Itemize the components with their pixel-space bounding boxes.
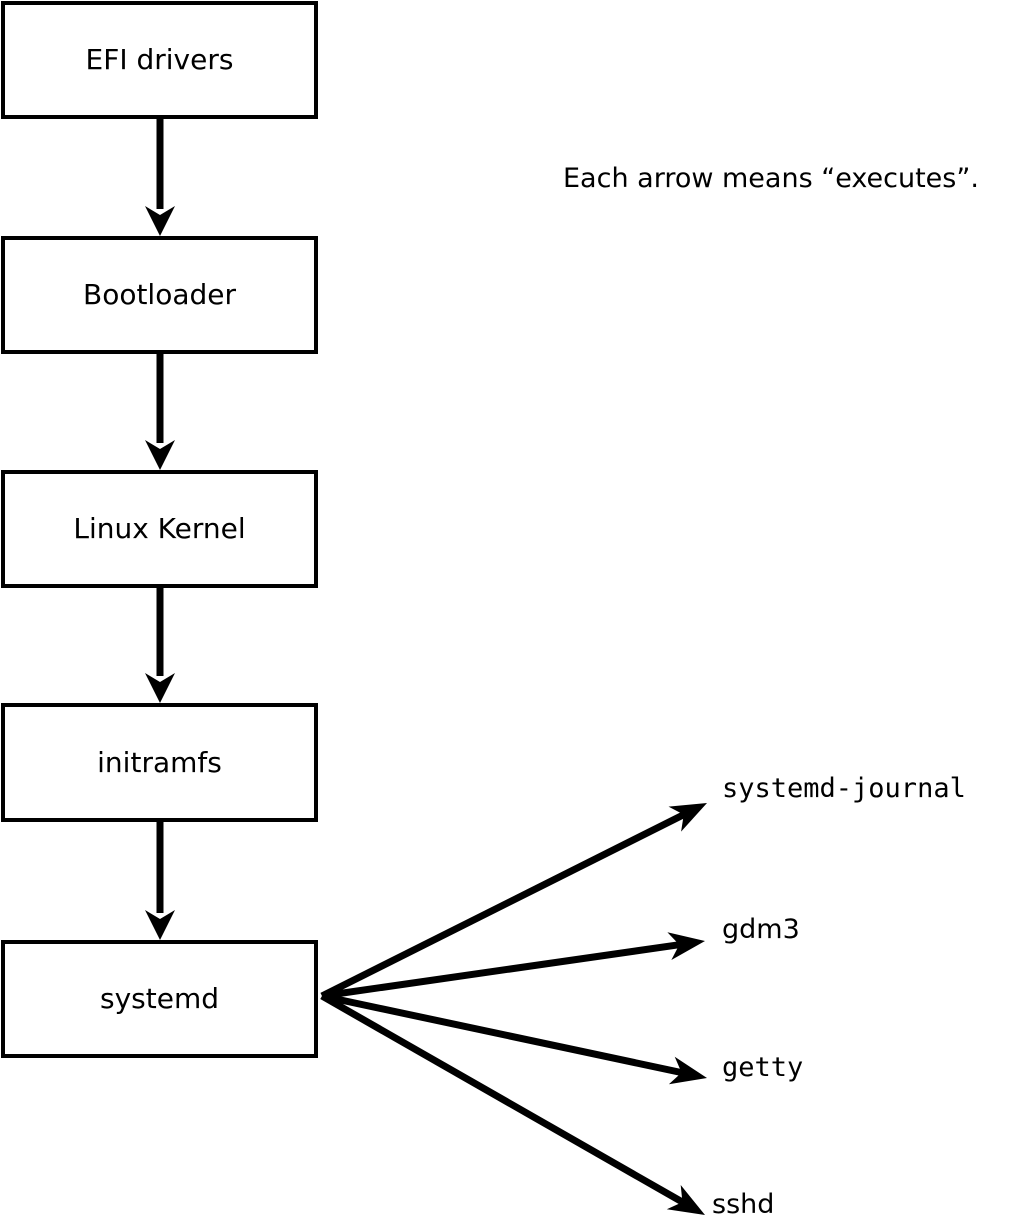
diagram-caption: Each arrow means “executes”. xyxy=(563,163,979,194)
stage-label-systemd: systemd xyxy=(100,982,219,1015)
chain-arrow-group xyxy=(145,119,175,940)
stage-box-linux-kernel: Linux Kernel xyxy=(1,470,318,588)
stage-label-efi-drivers: EFI drivers xyxy=(85,43,234,76)
stage-box-initramfs: initramfs xyxy=(1,703,318,822)
fan-arrow-group xyxy=(320,803,707,1215)
stage-box-efi-drivers: EFI drivers xyxy=(1,1,318,119)
chain-arrow-initramfs-to-systemd xyxy=(145,822,175,940)
service-label-sshd: sshd xyxy=(712,1189,775,1220)
service-label-gdm3: gdm3 xyxy=(722,914,800,945)
chain-arrow-kernel-to-initramfs xyxy=(145,588,175,703)
chain-arrow-bootloader-to-kernel xyxy=(145,354,175,470)
fan-arrow-to-systemd-journal xyxy=(320,803,707,1000)
service-label-getty: getty xyxy=(722,1052,804,1083)
stage-box-systemd: systemd xyxy=(1,940,318,1058)
fan-arrow-to-getty xyxy=(321,992,707,1085)
service-label-systemd-journal: systemd-journal xyxy=(722,773,966,804)
fan-arrow-to-sshd xyxy=(320,992,705,1215)
stage-label-bootloader: Bootloader xyxy=(82,278,237,311)
stage-label-initramfs: initramfs xyxy=(97,745,222,779)
chain-arrow-efi-to-bootloader xyxy=(145,119,175,236)
stage-label-linux-kernel: Linux Kernel xyxy=(73,512,246,545)
fan-arrow-to-gdm3 xyxy=(321,932,705,1000)
stage-box-bootloader: Bootloader xyxy=(1,236,318,354)
